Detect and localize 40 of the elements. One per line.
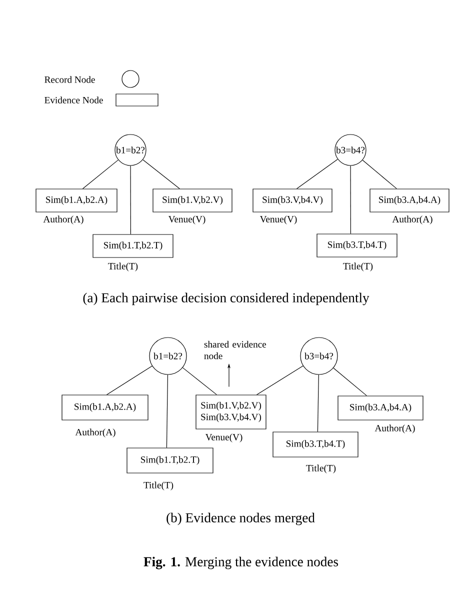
attribute-label: Title(T) bbox=[144, 482, 174, 490]
evidence-box: Sim(b3.A,b4.A) bbox=[338, 396, 424, 420]
subcaption: (a) Each pairwise decision considered independently bbox=[83, 292, 370, 306]
evidence-box: Sim(b1.V,b2.V) bbox=[152, 188, 232, 212]
connector-line bbox=[317, 374, 319, 432]
attribute-label: Author(A) bbox=[374, 424, 415, 434]
evidence-box: Sim(b3.T,b4.T) bbox=[272, 432, 358, 458]
subcaption: (b) Evidence nodes merged bbox=[166, 512, 315, 526]
connector-line bbox=[82, 160, 119, 189]
attribute-label: Venue(V) bbox=[168, 216, 206, 224]
evidence-box: Sim(b3.V,b4.V) bbox=[252, 188, 332, 212]
attribute-label: Author(A) bbox=[392, 216, 432, 224]
evidence-box: Sim(b1.V,b2.V) Sim(b3.V,b4.V) bbox=[196, 394, 266, 430]
connector-line bbox=[182, 367, 217, 395]
legend-label: Record Node bbox=[44, 76, 95, 83]
connector-line bbox=[362, 160, 397, 189]
connector-line bbox=[256, 366, 304, 395]
evidence-box: Sim(b3.T,b4.T) bbox=[316, 234, 398, 258]
attribute-label: Title(T) bbox=[108, 262, 138, 272]
figure-caption: Fig. 1. Merging the evidence nodes bbox=[144, 556, 338, 570]
evidence-box: Sim(b1.T,b2.T) bbox=[126, 448, 214, 474]
connector-line bbox=[106, 366, 152, 395]
connector-line bbox=[142, 159, 180, 189]
attribute-label: Author(A) bbox=[75, 428, 116, 438]
connector-line bbox=[166, 374, 168, 448]
attribute-label: Title(T) bbox=[306, 464, 336, 474]
connector-line bbox=[296, 158, 338, 189]
attribute-label: Venue(V) bbox=[260, 216, 297, 224]
connector-line bbox=[130, 166, 131, 234]
evidence-box: Sim(b3.A,b4.A) bbox=[370, 188, 450, 212]
legend-label: Evidence Node bbox=[44, 96, 103, 104]
annotation: shared evidence node bbox=[204, 340, 266, 360]
connector-line bbox=[350, 166, 351, 234]
attribute-label: Title(T) bbox=[343, 262, 373, 272]
attribute-label: Venue(V) bbox=[205, 434, 242, 442]
evidence-box: Sim(b1.A,b2.A) bbox=[62, 394, 148, 420]
connector-line bbox=[333, 368, 367, 396]
evidence-box: Sim(b1.A,b2.A) bbox=[36, 188, 118, 212]
attribute-label: Author(A) bbox=[43, 216, 84, 224]
evidence-box: Sim(b1.T,b2.T) bbox=[92, 234, 174, 258]
